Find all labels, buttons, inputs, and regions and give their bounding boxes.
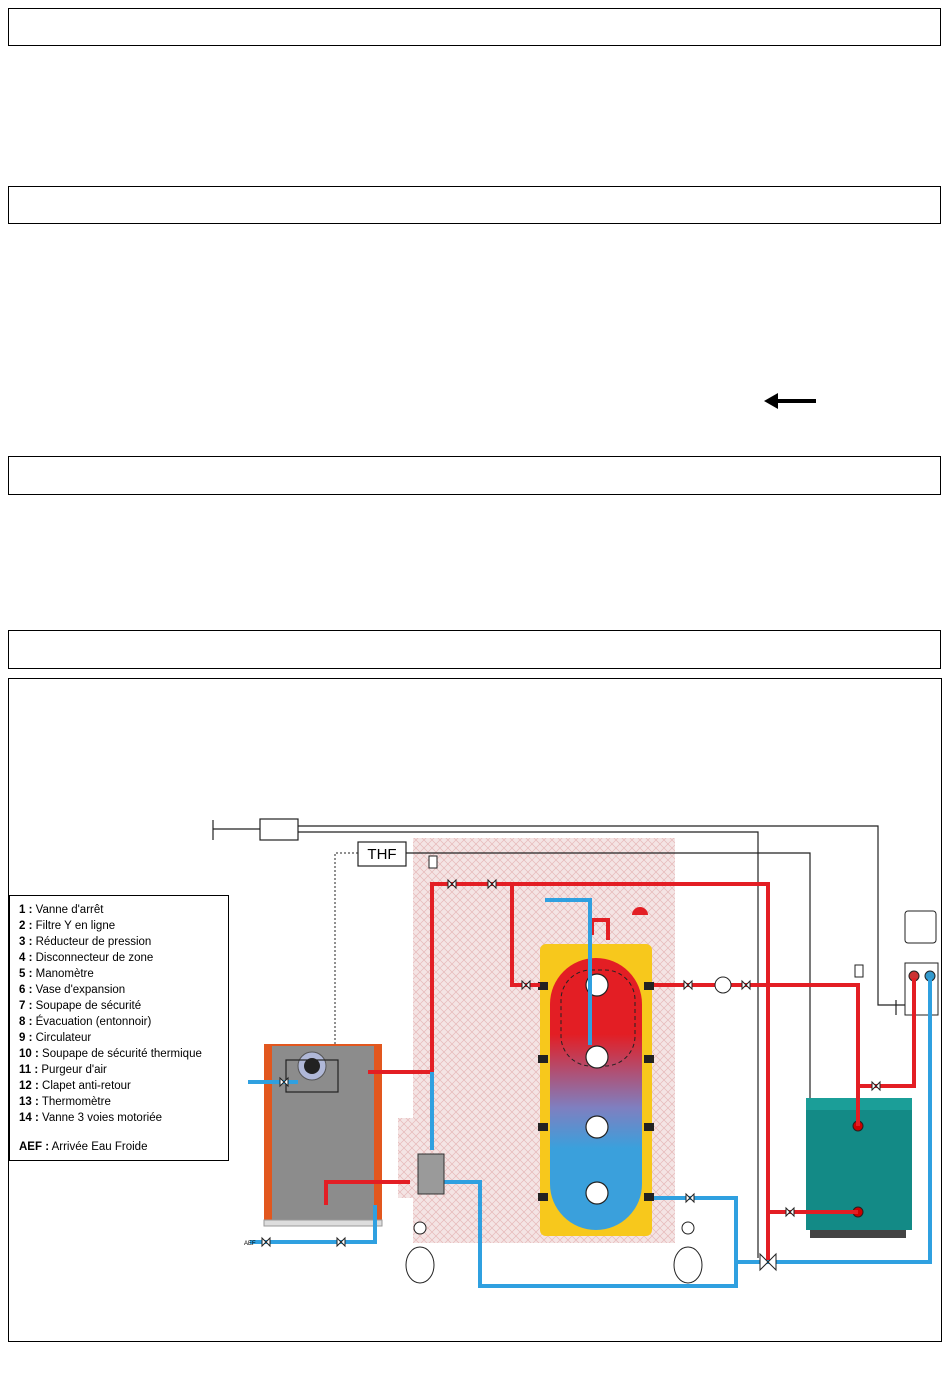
aef-small-label: AEF [244,1241,256,1247]
thf-sensor-wire [334,852,358,1044]
legend-item: 11 : Purgeur d'air [19,1064,107,1076]
left-arrow-icon [764,393,816,409]
legend-item: 9 : Circulateur [19,1032,92,1044]
manometer-right-icon [681,1221,695,1235]
legend-item: 10 : Soupape de sécurité thermique [19,1048,202,1060]
control-wiring [212,818,905,1258]
legend-item: 12 : Clapet anti-retour [19,1080,131,1092]
circulator-group [417,1153,445,1195]
section-box-1 [8,8,941,46]
section-box-3 [8,456,941,495]
legend-item: 5 : Manomètre [19,968,94,980]
section-box-4 [8,630,941,669]
legend-item: 13 : Thermomètre [19,1096,111,1108]
valves [261,878,881,1248]
legend-item: 1 : Vanne d'arrêt [19,904,104,916]
legend-item: 6 : Vase d'expansion [19,984,126,996]
cold-water-pipes [248,898,932,1288]
circulator-icon [714,976,732,994]
legend-item: 2 : Filtre Y en ligne [19,920,116,932]
shower-icon [632,907,648,915]
three-way-valve [759,1252,777,1272]
boiler-control-panel [904,962,939,1016]
manometer-left-icon [413,1221,427,1235]
section-box-2 [8,186,941,224]
legend-item-aef: AEF : Arrivée Eau Froide [19,1141,148,1153]
air-vent-icon [854,964,864,978]
thf-label: THF [367,846,396,863]
legend-item: 4 : Disconnecteur de zone [19,952,154,964]
legend-item: 3 : Réducteur de pression [19,936,152,948]
expansion-vessel-left [405,1246,435,1284]
wood-boiler [263,1044,383,1227]
legend-box: 1 : Vanne d'arrêt 2 : Filtre Y en ligne 3 … [9,895,229,1161]
room-thermostat [904,910,937,944]
air-vent-icon [428,855,438,869]
legend-item: 7 : Soupape de sécurité [19,1000,142,1012]
thf-box [357,841,407,867]
legend-item: 14 : Vanne 3 voies motoriée [19,1112,163,1124]
storage-tank [538,944,654,1236]
legend-item: 8 : Évacuation (entonnoir) [19,1016,152,1028]
expansion-vessel-right [673,1246,703,1284]
